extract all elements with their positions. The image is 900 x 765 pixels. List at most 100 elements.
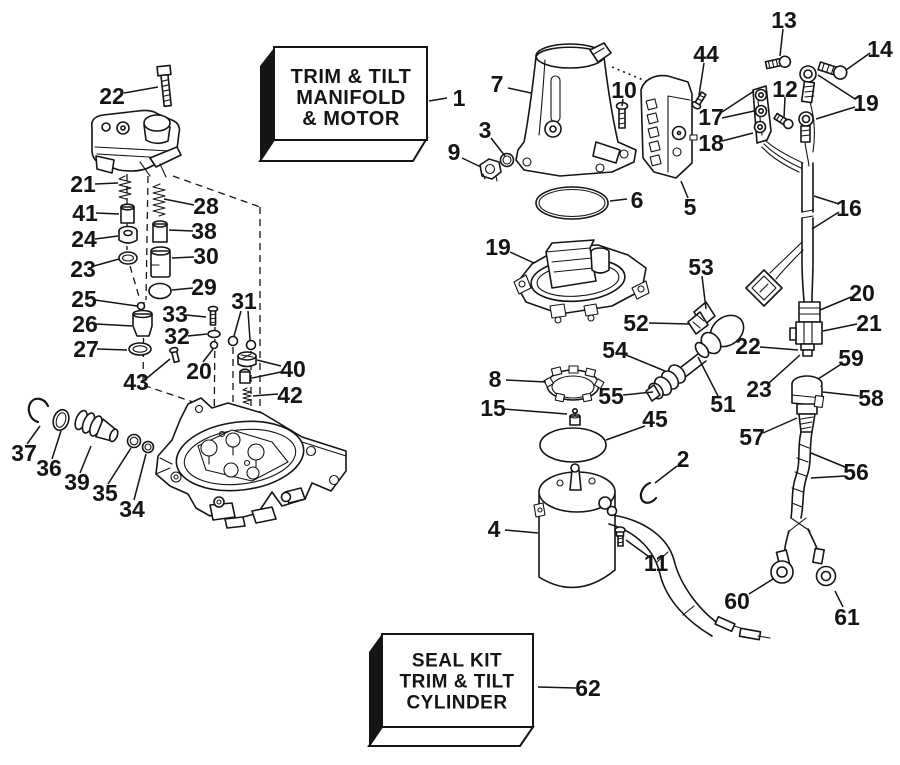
part-manifold-base bbox=[155, 397, 347, 529]
part-screw-12 bbox=[773, 112, 794, 130]
leader-line-38 bbox=[168, 229, 194, 232]
leader-line-52 bbox=[648, 322, 691, 325]
part-harness-56 bbox=[770, 375, 837, 587]
callout-55-54: 55 bbox=[598, 383, 624, 409]
leader-line-37 bbox=[26, 425, 41, 445]
part-screw-13 bbox=[764, 55, 792, 70]
box-line: & MOTOR bbox=[302, 108, 400, 130]
part-oring-23 bbox=[118, 251, 138, 265]
callout-21-23: 21 bbox=[856, 310, 882, 336]
callout-numbers: 1234567891011121314151617181919202021212… bbox=[11, 7, 893, 701]
part-spring-21 bbox=[118, 175, 132, 200]
part-electric-motor-4 bbox=[533, 463, 771, 641]
part-nut-24 bbox=[118, 225, 138, 244]
part-end-cap-5 bbox=[640, 74, 698, 179]
callout-37-41: 37 bbox=[11, 440, 37, 466]
callout-7-6: 7 bbox=[491, 71, 504, 97]
part-tip-23 bbox=[802, 349, 813, 357]
leader-line-21 bbox=[822, 323, 858, 332]
leader-line-25 bbox=[94, 299, 138, 307]
part-clip-2 bbox=[639, 481, 658, 504]
callout-19-19: 19 bbox=[485, 234, 511, 260]
part-cup-26 bbox=[132, 309, 153, 337]
leader-line-18 bbox=[721, 132, 754, 142]
callout-22-24: 22 bbox=[99, 83, 125, 109]
part-tip-22 bbox=[800, 343, 815, 351]
leader-line-19 bbox=[815, 106, 856, 120]
callout-20-20: 20 bbox=[186, 358, 212, 384]
leader-line-10 bbox=[621, 98, 624, 107]
callout-61-60: 61 bbox=[834, 604, 860, 630]
leader-line-20 bbox=[202, 348, 214, 363]
part-oring-45 bbox=[539, 427, 607, 463]
part-harness-16 bbox=[745, 55, 848, 357]
callout-40-44: 40 bbox=[280, 356, 306, 382]
leader-line-55 bbox=[622, 391, 654, 396]
callout-43-47: 43 bbox=[123, 369, 149, 395]
callout-54-53: 54 bbox=[602, 337, 628, 363]
part-screw-14 bbox=[817, 61, 848, 80]
leader-line-33 bbox=[185, 314, 207, 318]
callout-62-61: 62 bbox=[575, 675, 601, 701]
leader-line-11 bbox=[625, 539, 649, 557]
leader-lines bbox=[26, 28, 871, 689]
leader-line-56 bbox=[810, 475, 846, 479]
part-nut-9 bbox=[479, 158, 502, 182]
callout-34-38: 34 bbox=[119, 496, 145, 522]
leader-line-20 bbox=[819, 296, 852, 311]
leader-line-54 bbox=[625, 354, 666, 372]
leader-line-58 bbox=[822, 391, 860, 397]
callout-57-56: 57 bbox=[739, 424, 765, 450]
callout-45-49: 45 bbox=[642, 406, 668, 432]
part-screw-10 bbox=[615, 101, 629, 129]
leader-line-14 bbox=[845, 52, 871, 71]
part-cable-56-right-edge bbox=[800, 431, 813, 519]
leader-line-43 bbox=[146, 358, 171, 379]
part-sleeve-38 bbox=[152, 220, 168, 243]
box-line: TRIM & TILT bbox=[291, 66, 412, 88]
callout-5-4: 5 bbox=[684, 194, 697, 220]
leader-line-42 bbox=[252, 393, 279, 397]
callout-10-9: 10 bbox=[611, 77, 637, 103]
part-cap-40 bbox=[237, 351, 257, 384]
trim-tilt-manifold-motor-box: TRIM & TILT MANIFOLD & MOTOR bbox=[258, 46, 429, 162]
callout-31-35: 31 bbox=[231, 288, 257, 314]
part-cable-16-lower bbox=[801, 217, 814, 302]
callout-15-14: 15 bbox=[480, 395, 506, 421]
callout-27-31: 27 bbox=[73, 336, 99, 362]
part-oring-34 bbox=[141, 440, 155, 454]
part-pump-assembly-19 bbox=[513, 239, 650, 324]
callout-41-45: 41 bbox=[72, 200, 98, 226]
callout-32-36: 32 bbox=[164, 323, 190, 349]
leader-line-61 bbox=[834, 590, 844, 608]
part-oring-29 bbox=[148, 282, 172, 300]
leader-line-56 bbox=[810, 452, 846, 468]
part-oring-32 bbox=[207, 329, 221, 339]
part-ring-terminal-19-mid bbox=[798, 111, 814, 167]
callout-8-7: 8 bbox=[489, 366, 502, 392]
part-ring-terminal-61 bbox=[815, 565, 837, 587]
part-branch-wire bbox=[769, 241, 804, 280]
callout-9-8: 9 bbox=[448, 139, 461, 165]
callout-14-13: 14 bbox=[867, 36, 893, 62]
callout-44-48: 44 bbox=[693, 41, 719, 67]
callout-26-30: 26 bbox=[72, 311, 98, 337]
leader-line-19 bbox=[817, 74, 856, 100]
leader-line-23 bbox=[768, 354, 801, 384]
leader-line-28 bbox=[163, 198, 195, 206]
leader-line-34 bbox=[133, 453, 147, 501]
part-valve-fitting-39 bbox=[74, 409, 119, 443]
leader-line-6 bbox=[609, 198, 628, 202]
leader-line-5 bbox=[680, 180, 689, 199]
leader-line-32 bbox=[187, 333, 208, 337]
callout-24-28: 24 bbox=[71, 226, 97, 252]
callout-51-50: 51 bbox=[710, 391, 736, 417]
leader-line-31 bbox=[233, 310, 242, 337]
callout-60-59: 60 bbox=[724, 588, 750, 614]
part-clamp-8 bbox=[543, 365, 605, 403]
callout-3-2: 3 bbox=[479, 117, 492, 143]
callout-19-18: 19 bbox=[853, 90, 879, 116]
leader-line-16 bbox=[811, 211, 840, 230]
part-ring-3 bbox=[499, 152, 515, 168]
leader-line-59 bbox=[817, 362, 844, 380]
